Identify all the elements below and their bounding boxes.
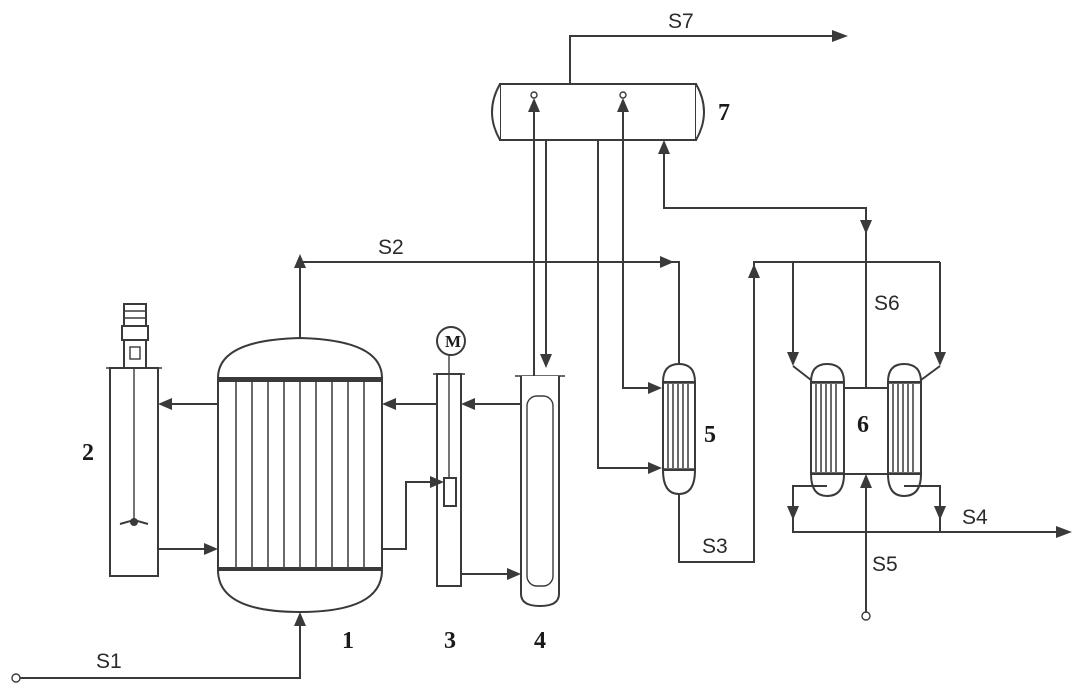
exchanger-5 xyxy=(661,362,697,496)
stream-line-s3 xyxy=(678,261,940,563)
equipment-label-2: 2 xyxy=(82,440,94,466)
stream-line-s2 xyxy=(299,261,664,338)
motor-label: M xyxy=(445,332,461,351)
s5-node xyxy=(861,611,871,621)
tube-column-4 xyxy=(515,375,565,608)
stream-line-s1 xyxy=(20,622,301,679)
motor-icon xyxy=(436,326,466,356)
stream-label-s6: S6 xyxy=(874,292,900,315)
equipment-label-3: 3 xyxy=(444,628,456,654)
drum-7 xyxy=(491,83,705,141)
stirred-tank-2 xyxy=(106,303,162,577)
feed-node xyxy=(11,673,21,683)
equipment-label-6: 6 xyxy=(857,412,869,438)
equipment-label-7: 7 xyxy=(718,100,730,126)
pump-column-3 xyxy=(433,326,466,587)
process-lines xyxy=(11,30,1072,683)
equipment-label-5: 5 xyxy=(704,422,716,448)
equipment-label-1: 1 xyxy=(342,628,354,654)
equipment-label-4: 4 xyxy=(534,628,546,654)
stream-label-s7: S7 xyxy=(668,10,694,33)
reactor-1 xyxy=(216,336,384,614)
equipment-labels: 1 2 3 4 5 6 7 M xyxy=(82,100,869,654)
stream-label-s5: S5 xyxy=(872,553,898,576)
stream-label-s1: S1 xyxy=(96,650,122,673)
reactor-tubes xyxy=(235,382,365,568)
stream-line-s6 xyxy=(663,152,867,388)
stream-labels: S1 S2 S3 S4 S5 S6 S7 xyxy=(96,10,988,673)
stream-line-s7 xyxy=(569,35,834,84)
agitator-motor-icon xyxy=(123,303,147,327)
stream-label-s2: S2 xyxy=(378,236,404,259)
stream-label-s4: S4 xyxy=(962,506,988,529)
stream-label-s3: S3 xyxy=(702,535,728,558)
